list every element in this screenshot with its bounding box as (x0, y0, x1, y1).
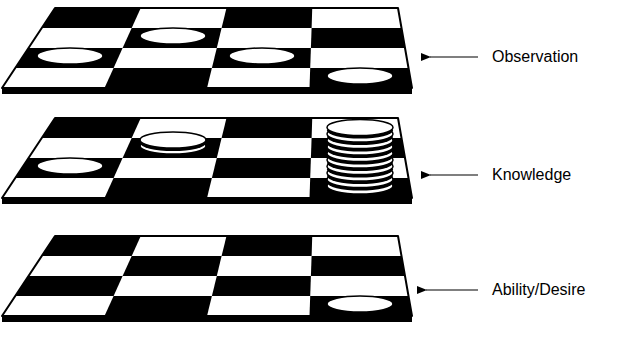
board (2, 236, 412, 322)
board (2, 8, 412, 94)
checker-piece (229, 48, 295, 67)
pointer-arrow (430, 174, 478, 175)
knowledge-board (2, 118, 412, 204)
board (2, 118, 412, 204)
checker-stack (327, 120, 393, 198)
layer-label: Knowledge (492, 165, 571, 185)
pointer-arrow (426, 289, 478, 290)
layer-label: Ability/Desire (492, 280, 585, 300)
layer-label: Observation (492, 47, 578, 67)
checker-piece (327, 296, 393, 315)
observation-board (2, 8, 412, 94)
pointer-arrow (430, 56, 478, 57)
checker-piece (37, 158, 103, 177)
checker-piece (327, 68, 393, 87)
checker-piece (140, 132, 206, 151)
checker-piece (140, 28, 206, 47)
checker-piece (37, 48, 103, 67)
ability-board (2, 236, 412, 322)
checker-piece (327, 120, 393, 139)
